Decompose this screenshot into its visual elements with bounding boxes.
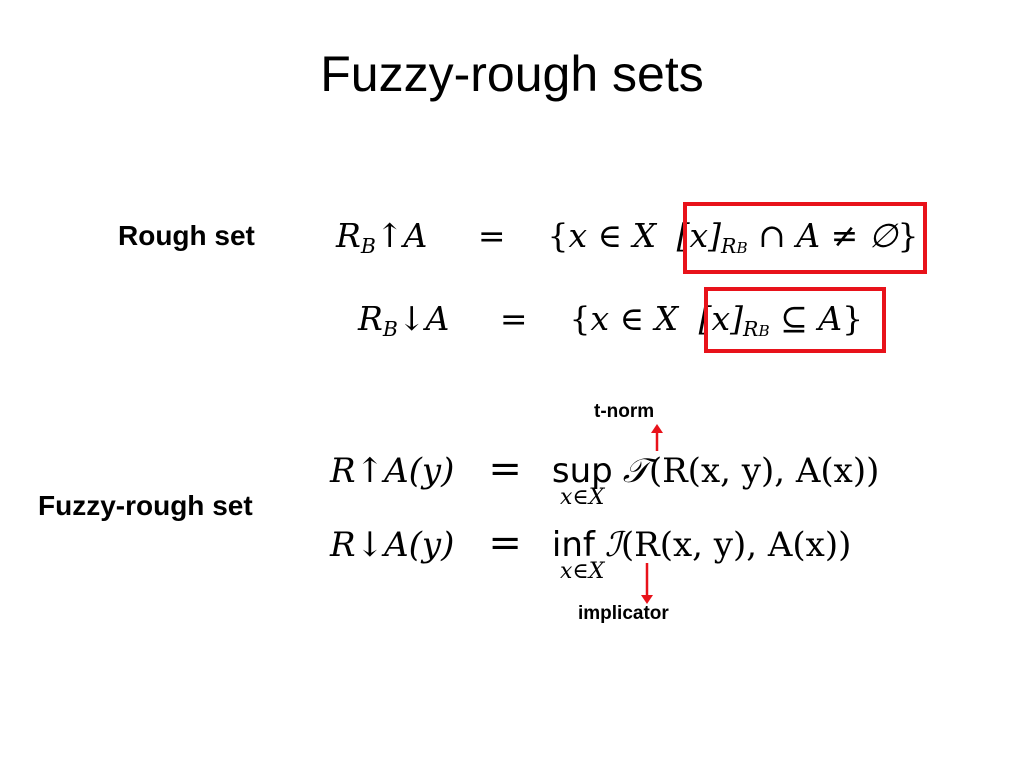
fuzzy-lower-inf: inf [551, 525, 595, 565]
rough-lower-highlight-box [704, 287, 886, 353]
rough-upper-highlight-box [683, 202, 927, 274]
rough-upper-equals: = [477, 216, 506, 255]
rough-upper-lhs-sub: B [360, 233, 376, 258]
fuzzy-lower-args: (R(x, y), A(x)) [620, 525, 852, 565]
implicator-arrow-icon [641, 563, 653, 604]
rough-upper-arrow: ↑ [375, 216, 404, 255]
fuzzy-upper-args: (R(x, y), A(x)) [648, 451, 880, 491]
rough-upper-lhs-A: A [403, 216, 428, 255]
rough-lower-lhs-A: A [425, 299, 450, 338]
fuzzy-lower-implicator-symbol: ℐ [604, 525, 621, 565]
rough-lower-lhs-sub: B [382, 316, 398, 341]
rough-lower-set-open: { [569, 299, 591, 338]
fuzzy-lower-lhs: R↓A(y) [330, 525, 455, 565]
rough-lower-bracket-sub: RB [742, 316, 770, 341]
fuzzy-upper-equals: = [488, 446, 522, 492]
rough-upper-condition: ∩ A ≠ ∅ [747, 216, 898, 255]
fuzzy-upper-subscript: x∈X [560, 485, 605, 510]
fuzzy-rough-set-label: Fuzzy-rough set [38, 490, 253, 521]
fuzzy-upper-tnorm-symbol: 𝒯 [622, 451, 649, 491]
implicator-annotation: implicator [578, 603, 669, 624]
rough-upper-bracket-sub: RB [720, 233, 748, 258]
fuzzy-lower-equals: = [488, 520, 522, 566]
rough-upper-set-open: { [547, 216, 569, 255]
rough-upper-X: X [632, 216, 657, 255]
rough-lower-x: x [590, 299, 610, 338]
rough-lower-X: X [654, 299, 679, 338]
rough-upper-in: ∈ [587, 216, 633, 255]
rough-lower-condition: ⊆ A [769, 299, 843, 338]
rough-set-label: Rough set [118, 220, 255, 251]
fuzzy-lower-subscript: x∈X [560, 559, 605, 584]
rough-upper-set-close: } [897, 216, 919, 255]
t-norm-annotation: t-norm [594, 401, 655, 422]
rough-upper-formula: RB↑A ={x ∈ X [x]RB ∩ A ≠ ∅} [336, 214, 918, 264]
rough-lower-set-close: } [842, 299, 864, 338]
fuzzy-upper-lhs: R↑A(y) [330, 451, 455, 491]
rough-lower-arrow: ↓ [397, 299, 426, 338]
fuzzy-upper-sup: sup [551, 451, 613, 491]
slide-title: Fuzzy-rough sets [320, 46, 704, 102]
rough-upper-x: x [568, 216, 588, 255]
rough-upper-lhs-R: R [336, 216, 361, 255]
rough-lower-equals: = [499, 299, 528, 338]
rough-lower-lhs-R: R [358, 299, 383, 338]
rough-lower-in: ∈ [609, 299, 655, 338]
t-norm-arrow-icon [651, 424, 663, 451]
